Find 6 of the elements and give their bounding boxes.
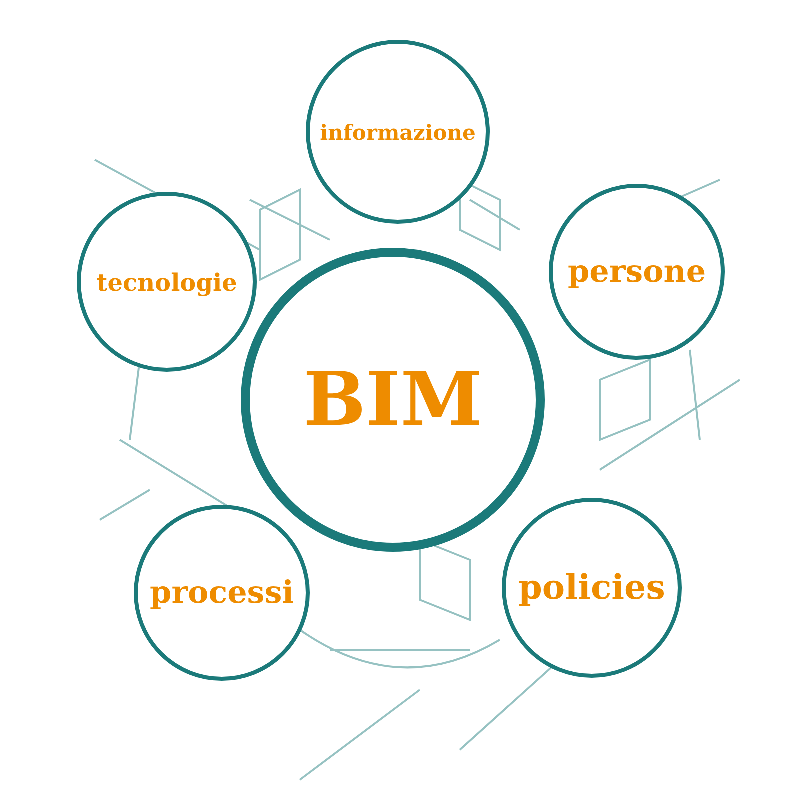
topic-label: persone (568, 254, 706, 290)
topic-label: policies (518, 568, 666, 608)
topic-label: informazione (320, 120, 476, 144)
topic-label: BIM (303, 357, 483, 443)
topic-label: processi (150, 575, 294, 611)
topic-label: tecnologie (96, 268, 238, 296)
